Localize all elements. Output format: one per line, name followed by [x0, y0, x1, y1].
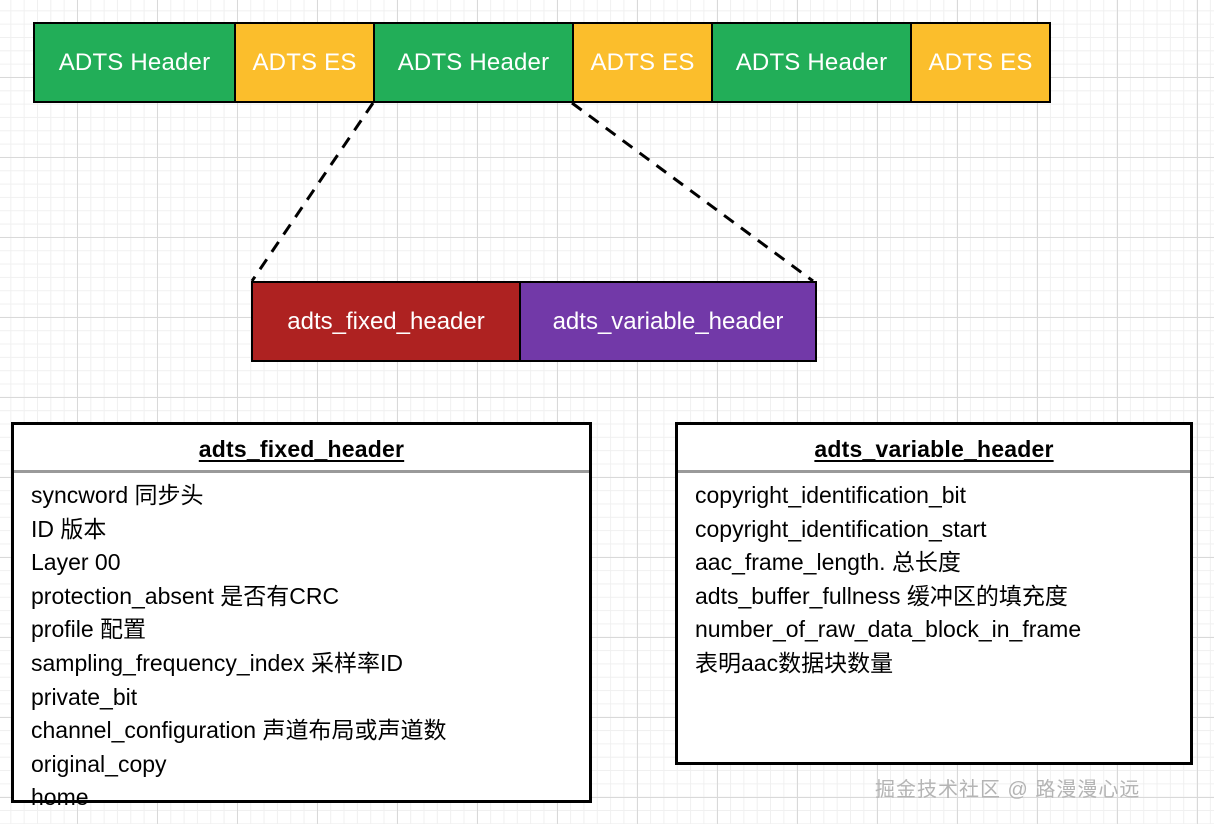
field-line: sampling_frequency_index 采样率ID: [31, 649, 404, 676]
field-line: copyright_identification_start: [695, 515, 987, 542]
frame-cell-adts-header-1: ADTS Header: [35, 24, 234, 101]
field-line: home: [31, 784, 89, 811]
adts-variable-header-field-list: copyright_identification_bit copyright_i…: [678, 473, 1190, 681]
field-line: protection_absent 是否有CRC: [31, 582, 340, 609]
frame-cell-adts-es-2: ADTS ES: [572, 24, 711, 101]
field-line: syncword 同步头: [31, 482, 204, 508]
field-line: aac_frame_length. 总长度: [695, 549, 961, 576]
adts-fixed-header-field-box: adts_fixed_header syncword 同步头 ID 版本 Lay…: [11, 422, 592, 810]
field-line: ID 版本: [31, 515, 107, 542]
box-title-adts-fixed-header: adts_fixed_header: [198, 436, 405, 462]
field-line: number_of_raw_data_block_in_frame: [695, 616, 1082, 643]
frame-cell-label: ADTS Header: [397, 48, 550, 76]
field-line: 表明aac数据块数量: [695, 649, 894, 676]
field-line: adts_buffer_fullness 缓冲区的填充度: [695, 582, 1068, 609]
frame-cell-label: ADTS ES: [252, 48, 357, 76]
right-leader-line: [571, 101, 814, 283]
field-line: copyright_identification_bit: [695, 482, 967, 508]
frame-cell-adts-es-1: ADTS ES: [234, 24, 373, 101]
field-line: private_bit: [31, 683, 138, 710]
field-line: original_copy: [31, 750, 167, 777]
field-line: profile 配置: [31, 616, 147, 643]
field-line: Layer 00: [31, 549, 121, 576]
box-title-divider: [678, 470, 1190, 473]
watermark: 掘金技术社区 @ 路漫漫心远: [875, 779, 1141, 801]
frame-cell-adts-header-3: ADTS Header: [711, 24, 910, 101]
adts-fixed-header-field-list: syncword 同步头 ID 版本 Layer 00 protection_a…: [14, 473, 589, 815]
field-line: channel_configuration 声道布局或声道数: [31, 717, 447, 744]
adts-variable-header-field-box: adts_variable_header copyright_identific…: [675, 422, 1193, 765]
box-title-adts-variable-header: adts_variable_header: [814, 436, 1054, 462]
box-title-divider: [14, 470, 589, 473]
adts-frame-strip: ADTS Header ADTS ES ADTS Header ADTS ES …: [33, 22, 1051, 103]
frame-cell-label: ADTS Header: [58, 48, 211, 76]
frame-cell-adts-es-3: ADTS ES: [910, 24, 1049, 101]
frame-cell-adts-header-2: ADTS Header: [373, 24, 572, 101]
frame-cell-label: ADTS ES: [928, 48, 1033, 76]
left-leader-line: [250, 102, 375, 282]
detail-cell-adts-fixed-header: adts_fixed_header: [253, 283, 519, 360]
frame-cell-label: ADTS Header: [735, 48, 888, 76]
detail-cell-adts-variable-header: adts_variable_header: [519, 283, 815, 360]
frame-cell-label: ADTS ES: [590, 48, 695, 76]
detail-cell-label: adts_variable_header: [552, 307, 784, 335]
adts-header-detail-strip: adts_fixed_header adts_variable_header: [251, 281, 817, 362]
detail-cell-label: adts_fixed_header: [287, 307, 485, 335]
